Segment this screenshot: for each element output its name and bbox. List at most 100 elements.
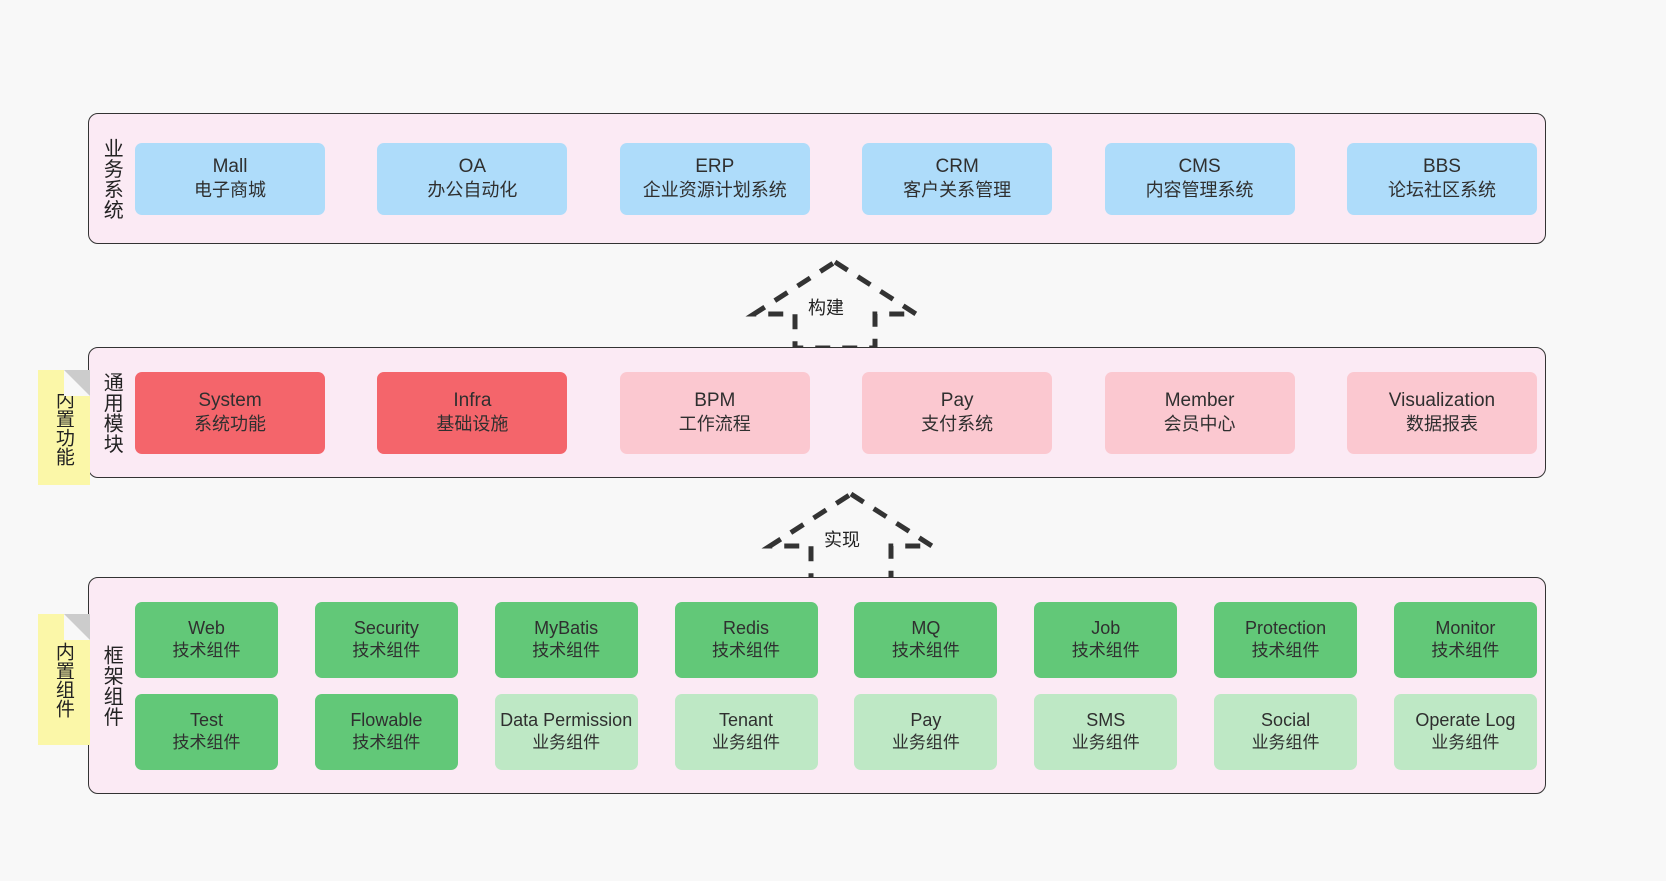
card-cms-cn: 内容管理系统 (1145, 180, 1254, 201)
card-mq-cn: 技术组件 (891, 641, 960, 661)
card-sms-en: SMS (1086, 710, 1126, 731)
sticky-fold-corner-icon (64, 614, 90, 640)
card-oa[interactable]: OA 办公自动化 (377, 142, 568, 215)
card-social-en: Social (1261, 710, 1311, 731)
card-cms[interactable]: CMS 内容管理系统 (1104, 142, 1295, 215)
layer-business-system: 业务系统 Mall 电子商城 OA 办公自动化 ERP 企业资源计划系统 CRM… (88, 113, 1546, 244)
build-arrow-shape (745, 259, 925, 351)
card-sms-cn: 业务组件 (1071, 733, 1140, 753)
card-system[interactable]: System 系统功能 (135, 371, 325, 454)
card-cms-en: CMS (1178, 155, 1221, 177)
card-tenant-cn: 业务组件 (712, 733, 781, 753)
card-operate-log-en: Operate Log (1415, 710, 1516, 731)
card-bbs-en: BBS (1422, 155, 1461, 177)
card-data-permission-en: Data Permission (500, 710, 633, 731)
card-visualization[interactable]: Visualization 数据报表 (1346, 371, 1537, 454)
connector-build-label: 构建 (808, 298, 844, 318)
card-social[interactable]: Social 业务组件 (1214, 693, 1358, 770)
card-test-en: Test (189, 710, 223, 731)
layer-common-module-body: System 系统功能 Infra 基础设施 BPM 工作流程 Pay 支付系统… (133, 348, 1545, 477)
card-data-permission-cn: 业务组件 (532, 733, 601, 753)
card-crm-cn: 客户关系管理 (903, 180, 1012, 201)
card-tenant[interactable]: Tenant 业务组件 (674, 693, 818, 770)
card-infra-cn: 基础设施 (436, 414, 509, 435)
card-pay-component-cn: 业务组件 (891, 733, 960, 753)
layer-business-system-body: Mall 电子商城 OA 办公自动化 ERP 企业资源计划系统 CRM 客户关系… (133, 114, 1545, 243)
card-web-en: Web (188, 618, 225, 639)
card-redis[interactable]: Redis 技术组件 (674, 601, 818, 678)
common-card-row: System 系统功能 Infra 基础设施 BPM 工作流程 Pay 支付系统… (135, 371, 1537, 454)
card-job[interactable]: Job 技术组件 (1034, 601, 1178, 678)
sticky-fold-corner-icon (64, 370, 90, 396)
layer-common-module-label: 通用模块 (100, 371, 123, 454)
card-job-en: Job (1091, 618, 1121, 639)
card-visualization-cn: 数据报表 (1405, 414, 1478, 435)
card-infra-en: Infra (453, 389, 492, 411)
card-pay-component[interactable]: Pay 业务组件 (854, 693, 998, 770)
card-erp-cn: 企业资源计划系统 (642, 180, 787, 201)
card-monitor-cn: 技术组件 (1431, 641, 1500, 661)
sticky-note-builtin-feature: 内置功能 (38, 370, 90, 485)
card-monitor[interactable]: Monitor 技术组件 (1393, 601, 1537, 678)
card-social-cn: 业务组件 (1251, 733, 1320, 753)
card-protection-en: Protection (1245, 618, 1327, 639)
connector-implement: 实现 (761, 490, 941, 583)
card-pay-module[interactable]: Pay 支付系统 (862, 371, 1053, 454)
card-mall-en: Mall (212, 155, 248, 177)
card-mybatis-cn: 技术组件 (532, 641, 601, 661)
card-mall-cn: 电子商城 (194, 180, 266, 201)
card-flowable-en: Flowable (350, 710, 423, 731)
framework-card-row-business: Test 技术组件 Flowable 技术组件 Data Permission … (135, 693, 1537, 770)
sticky-note-builtin-feature-label: 内置功能 (52, 389, 74, 466)
card-member[interactable]: Member 会员中心 (1104, 371, 1295, 454)
card-operate-log-cn: 业务组件 (1431, 733, 1500, 753)
layer-framework-component: 框架组件 Web 技术组件 Security 技术组件 MyBatis 技术组件… (88, 577, 1546, 794)
card-redis-cn: 技术组件 (712, 641, 781, 661)
card-crm[interactable]: CRM 客户关系管理 (862, 142, 1053, 215)
card-system-cn: 系统功能 (194, 414, 266, 435)
card-web-cn: 技术组件 (172, 641, 241, 661)
layer-business-system-label: 业务系统 (100, 137, 123, 220)
card-bbs[interactable]: BBS 论坛社区系统 (1346, 142, 1537, 215)
card-security[interactable]: Security 技术组件 (314, 601, 458, 678)
card-oa-cn: 办公自动化 (427, 180, 518, 201)
card-data-permission[interactable]: Data Permission 业务组件 (494, 693, 638, 770)
card-system-en: System (198, 389, 262, 411)
card-job-cn: 技术组件 (1071, 641, 1140, 661)
implement-arrow-shape (761, 491, 941, 583)
card-protection[interactable]: Protection 技术组件 (1214, 601, 1358, 678)
card-test-cn: 技术组件 (172, 733, 241, 753)
card-redis-en: Redis (723, 618, 770, 639)
card-mall[interactable]: Mall 电子商城 (135, 142, 325, 215)
card-flowable[interactable]: Flowable 技术组件 (314, 693, 458, 770)
card-web[interactable]: Web 技术组件 (135, 601, 278, 678)
card-bpm[interactable]: BPM 工作流程 (619, 371, 810, 454)
card-mybatis-en: MyBatis (534, 618, 599, 639)
card-member-cn: 会员中心 (1163, 414, 1236, 435)
card-flowable-cn: 技术组件 (352, 733, 421, 753)
layer-common-module: 通用模块 System 系统功能 Infra 基础设施 BPM 工作流程 Pay… (88, 347, 1546, 478)
card-mybatis[interactable]: MyBatis 技术组件 (494, 601, 638, 678)
sticky-note-builtin-component: 内置组件 (38, 614, 90, 745)
card-crm-en: CRM (935, 155, 979, 177)
card-sms[interactable]: SMS 业务组件 (1034, 693, 1178, 770)
sticky-note-builtin-component-label: 内置组件 (52, 641, 74, 718)
business-card-row: Mall 电子商城 OA 办公自动化 ERP 企业资源计划系统 CRM 客户关系… (135, 142, 1537, 215)
connector-build: 构建 (745, 258, 925, 351)
card-erp[interactable]: ERP 企业资源计划系统 (619, 142, 810, 215)
card-bpm-en: BPM (694, 389, 736, 411)
card-member-en: Member (1164, 389, 1235, 411)
card-oa-en: OA (458, 155, 487, 177)
connector-implement-label: 实现 (824, 530, 860, 550)
layer-framework-component-label: 框架组件 (100, 644, 123, 727)
card-test[interactable]: Test 技术组件 (135, 693, 278, 770)
card-bbs-cn: 论坛社区系统 (1387, 180, 1496, 201)
card-security-cn: 技术组件 (352, 641, 421, 661)
card-operate-log[interactable]: Operate Log 业务组件 (1393, 693, 1537, 770)
card-pay-component-en: Pay (910, 710, 942, 731)
card-mq[interactable]: MQ 技术组件 (854, 601, 998, 678)
card-pay-module-en: Pay (940, 389, 974, 411)
card-infra[interactable]: Infra 基础设施 (377, 371, 568, 454)
framework-card-row-tech: Web 技术组件 Security 技术组件 MyBatis 技术组件 Redi… (135, 601, 1537, 678)
